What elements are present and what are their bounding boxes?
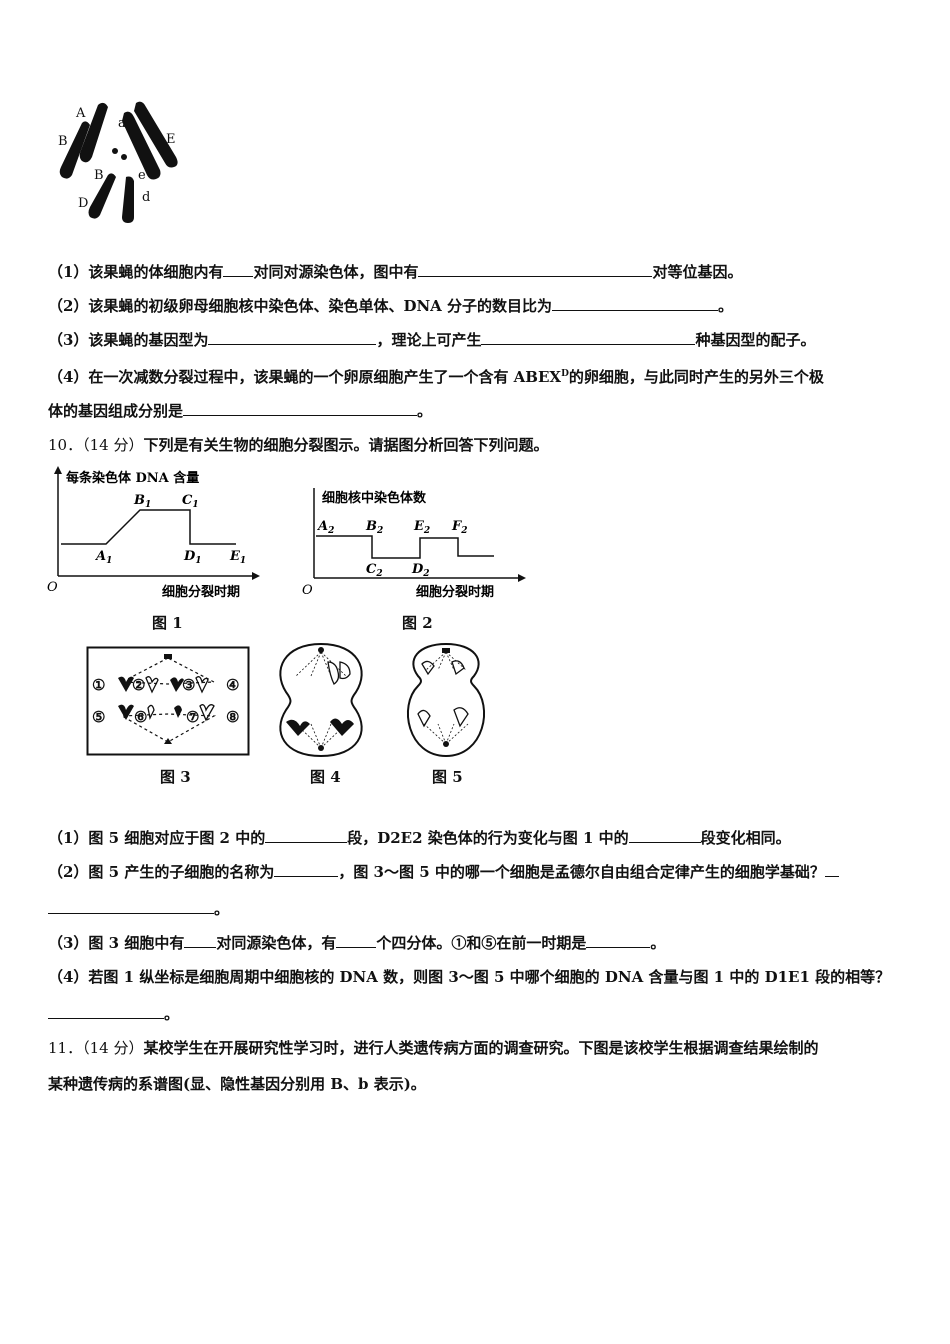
q11-stem: 11．（14 分）某校学生在开展研究性学习时，进行人类遗传病方面的调查研究。下图… (48, 1039, 819, 1057)
q10-part2-cont: 。 (48, 899, 229, 919)
svg-text:C2: C2 (366, 562, 383, 579)
answer-blank[interactable] (48, 1004, 164, 1019)
answer-blank[interactable] (183, 401, 418, 416)
fig1-caption: 图 1 (152, 614, 183, 632)
fig2-ylabel: 细胞核中染色体数 (322, 490, 427, 506)
q10-part3: （3）图 3 细胞中有对同源染色体，有个四分体。①和⑤在前一时期是。 (48, 933, 666, 952)
figure-1-graph: 每条染色体 DNA 含量 O 细胞分裂时期 A1 B1 C1 D1 E1 (47, 466, 260, 600)
q10-stem: 10．（14 分）下列是有关生物的细胞分裂图示。请据图分析回答下列问题。 (48, 436, 549, 454)
gene-label-D: D (78, 196, 88, 211)
answer-blank[interactable] (586, 933, 651, 948)
svg-text:F2: F2 (451, 519, 468, 536)
answer-blank[interactable] (274, 862, 339, 877)
svg-text:A1: A1 (94, 549, 112, 566)
gene-label-E: E (166, 132, 176, 147)
svg-text:A2: A2 (316, 519, 334, 536)
gene-label-A: A (75, 106, 86, 121)
figure-3-cell: ① ② ③ ④ ⑤ ⑥ ⑦ ⑧ (86, 646, 250, 756)
q10-part1: （1）图 5 细胞对应于图 2 中的段，D2E2 染色体的行为变化与图 1 中的… (48, 828, 791, 847)
answer-blank[interactable] (628, 828, 701, 843)
answer-blank[interactable] (418, 262, 653, 277)
gene-label-B2: B (94, 168, 104, 183)
q9-part4-cont: 体的基因组成分别是。 (48, 401, 433, 420)
svg-text:⑦: ⑦ (186, 708, 199, 726)
q10-part2: （2）图 5 产生的子细胞的名称为，图 3～图 5 中的哪一个细胞是孟德尔自由组… (48, 862, 839, 882)
figure-5-cell (406, 642, 486, 758)
fig1-ylabel: 每条染色体 DNA 含量 (66, 470, 199, 486)
figure-4-cell (279, 642, 363, 758)
svg-text:D2: D2 (411, 562, 430, 579)
q9-part1: （1）该果蝇的体细胞内有对同对源染色体，图中有对等位基因。 (48, 262, 743, 281)
gene-label-B: B (58, 134, 68, 149)
q11-stem-cont: 某种遗传病的系谱图(显、隐性基因分别用 B、b 表示)。 (48, 1075, 426, 1093)
answer-blank[interactable] (552, 296, 719, 311)
gene-label-d: d (142, 190, 150, 205)
svg-text:C1: C1 (182, 493, 199, 510)
answer-blank[interactable] (184, 933, 217, 948)
figure-2-graph: 细胞核中染色体数 O 细胞分裂时期 A2 B2 C2 D2 E2 F2 (302, 488, 526, 600)
answer-blank[interactable] (824, 862, 839, 877)
svg-text:B2: B2 (365, 519, 383, 536)
svg-text:③: ③ (182, 676, 195, 694)
fig1-xlabel: 细胞分裂时期 (162, 584, 240, 600)
fig2-origin: O (302, 583, 313, 598)
q10-part4: （4）若图 1 纵坐标是细胞周期中细胞核的 DNA 数，则图 3～图 5 中哪个… (48, 968, 891, 986)
svg-text:E2: E2 (413, 519, 430, 536)
svg-text:①: ① (92, 676, 105, 694)
fig2-xlabel: 细胞分裂时期 (416, 584, 494, 600)
gene-label-e: e (138, 168, 146, 183)
fig1-origin: O (47, 580, 58, 595)
answer-blank[interactable] (481, 330, 696, 345)
answer-blank[interactable] (265, 828, 348, 843)
answer-blank[interactable] (208, 330, 377, 345)
svg-text:E1: E1 (229, 549, 246, 566)
svg-text:⑥: ⑥ (134, 708, 147, 726)
gene-label-a: a (118, 116, 126, 131)
svg-text:④: ④ (226, 676, 239, 694)
q10-part4-cont: 。 (48, 1004, 179, 1024)
answer-blank[interactable] (48, 899, 214, 914)
fig3-caption: 图 3 (160, 768, 191, 786)
q9-part3: （3）该果蝇的基因型为，理论上可产生种基因型的配子。 (48, 330, 816, 349)
answer-blank[interactable] (336, 933, 377, 948)
answer-blank[interactable] (223, 262, 254, 277)
svg-text:⑤: ⑤ (92, 708, 105, 726)
fig4-caption: 图 4 (310, 768, 341, 786)
svg-text:B1: B1 (133, 493, 151, 510)
svg-text:D1: D1 (183, 549, 202, 566)
fig5-caption: 图 5 (432, 768, 463, 786)
svg-text:⑧: ⑧ (226, 708, 239, 726)
fig2-caption: 图 2 (402, 614, 433, 632)
q9-part4: （4）在一次减数分裂过程中，该果蝇的一个卵原细胞产生了一个含有 ABEXD的卵细… (48, 368, 824, 386)
q9-part2: （2）该果蝇的初级卵母细胞核中染色体、染色单体、DNA 分子的数目比为。 (48, 296, 734, 315)
svg-text:②: ② (132, 676, 145, 694)
chromosome-figure: A a B E B e D d (58, 101, 178, 223)
